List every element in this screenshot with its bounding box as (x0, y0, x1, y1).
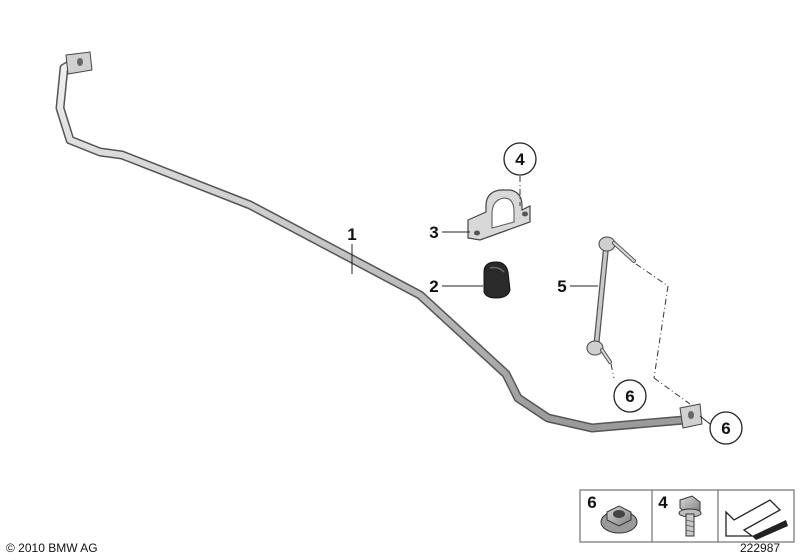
legend-label-4: 4 (658, 493, 668, 512)
copyright-text: © 2010 BMW AG (6, 541, 98, 555)
flange-nut-icon (600, 505, 638, 534)
legend-strip: 6 4 (579, 489, 795, 543)
callout-6-bar: 6 (721, 419, 730, 438)
callout-1: 1 (347, 225, 356, 244)
callout-2: 2 (429, 277, 438, 296)
leader-lines (351, 231, 711, 425)
document-number: 222987 (740, 541, 781, 555)
assembly-lines (519, 176, 691, 405)
rubber-bushing (483, 261, 511, 299)
callout-6-bar-circle: 6 (709, 411, 743, 445)
clamp-bracket (467, 189, 531, 241)
direction-arrow-icon (725, 499, 788, 540)
stabilizer-bar (55, 51, 703, 433)
callout-3: 3 (429, 223, 438, 242)
hex-bolt-icon (678, 495, 702, 537)
stabilizer-link (586, 236, 636, 364)
callout-6-link-circle: 6 (613, 379, 647, 413)
callout-5: 5 (557, 277, 566, 296)
callout-4: 4 (515, 150, 525, 169)
legend-label-6: 6 (587, 493, 596, 512)
callout-6-link: 6 (625, 387, 634, 406)
callout-4-circle: 4 (503, 142, 537, 176)
